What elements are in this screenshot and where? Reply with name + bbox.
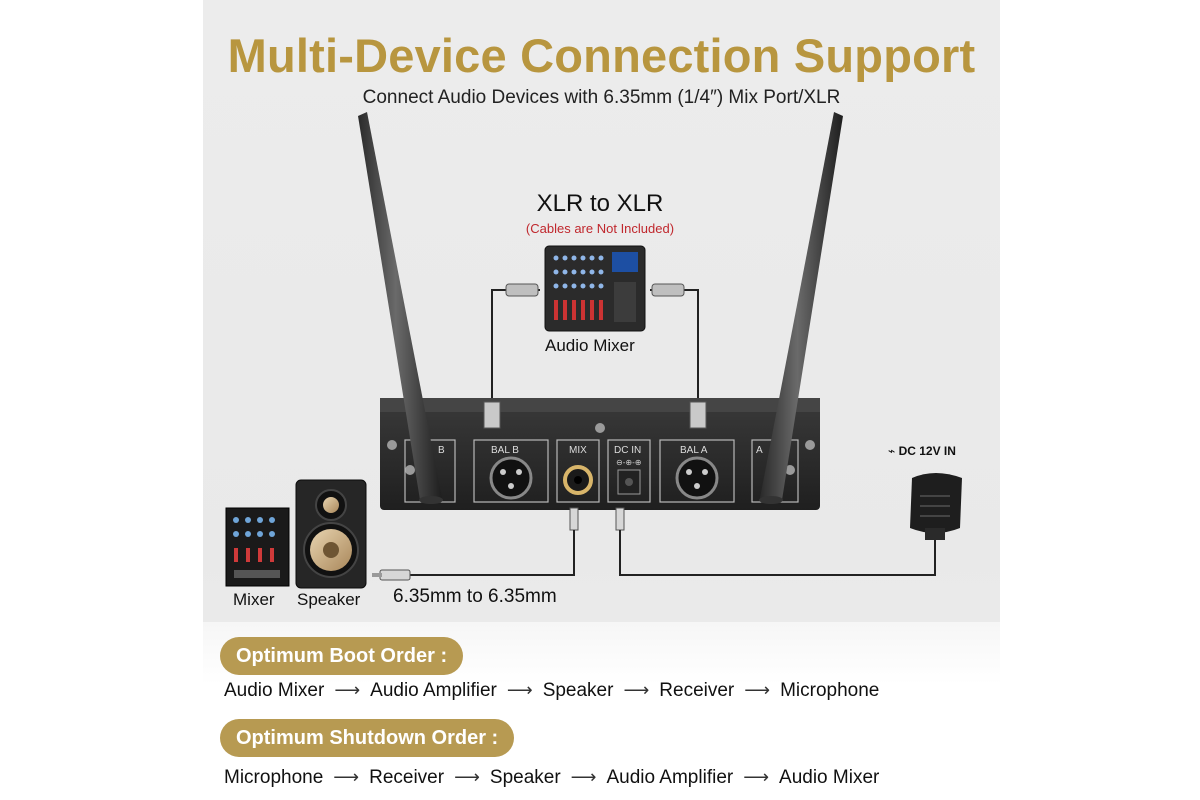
xlr-note: (Cables are Not Included) [525,221,675,236]
shutdown-step: Speaker [489,767,561,788]
shutdown-step: Microphone [224,767,324,788]
xlr-cable-left [491,283,540,398]
port-bal-a-label: BAL A [680,445,708,456]
arrow-right-icon: ⟶ [743,767,770,787]
port-bal-b-label: BAL B [491,445,519,456]
xlr-port-icon: BAL B [473,439,549,503]
plug-icon: ⌁ [888,444,896,458]
arrow-right-icon: ⟶ [623,680,650,700]
dc-in-label: ⌁ DC 12V IN [888,444,956,458]
port-mix-label: MIX [569,445,587,456]
port-dc-in-label: DC IN [614,445,641,456]
shutdown-order-heading: Optimum Shutdown Order : [220,719,515,757]
arrow-right-icon: ⟶ [334,680,361,700]
shutdown-step: Audio Amplifier [606,767,734,788]
speaker-label: Speaker [297,590,361,609]
audio-mixer-label: Audio Mixer [545,336,635,355]
shutdown-order-row: Microphone ⟶ Receiver ⟶ Speaker ⟶ Audio Amplif… [224,767,879,789]
boot-order-heading: Optimum Boot Order : [220,637,464,675]
dc-port-icon: DC IN ⊖-⊕-⊕ [607,439,651,503]
dc-in-text: DC 12V IN [898,444,956,458]
port-edge-left-label: B [438,445,445,456]
jack-cable [372,507,579,581]
boot-step: Speaker [542,680,614,701]
arrow-right-icon: ⟶ [570,767,597,787]
port-edge-right-label: A [756,445,763,456]
xlr-port-icon: BAL A [659,439,735,503]
page-title: Multi-Device Connection Support [227,29,976,82]
boot-order-row: Audio Mixer ⟶ Audio Amplifier ⟶ Speaker ⟶ Rece… [224,680,879,702]
antenna-icon [358,112,443,504]
arrow-right-icon: ⟶ [454,767,480,787]
boot-step: Audio Amplifier [370,680,497,701]
dc-cable [615,507,936,576]
boot-step: Receiver [659,680,735,701]
xlr-cable-right [650,283,699,398]
arrow-right-icon: ⟶ [333,767,360,787]
page-subtitle: Connect Audio Devices with 6.35mm (1/4″)… [362,87,841,108]
cable-label: 6.35mm to 6.35mm [393,586,557,607]
jack-port-icon: MIX [556,439,600,503]
arrow-right-icon: ⟶ [506,680,533,700]
antenna-icon [759,112,843,504]
boot-step: Audio Mixer [224,680,325,701]
audio-mixer-icon [544,245,646,332]
svg-text:⊖-⊕-⊕: ⊖-⊕-⊕ [616,458,641,467]
boot-step: Microphone [780,680,880,701]
shutdown-step: Audio Mixer [779,767,880,788]
dj-mixer-icon [225,507,290,587]
speaker-icon [295,479,367,589]
mixer-label: Mixer [233,590,275,609]
shutdown-step: Receiver [369,767,445,788]
power-adapter-icon [910,473,962,540]
xlr-title: XLR to XLR [536,190,664,217]
arrow-right-icon: ⟶ [744,680,771,700]
receiver-unit [380,398,820,510]
